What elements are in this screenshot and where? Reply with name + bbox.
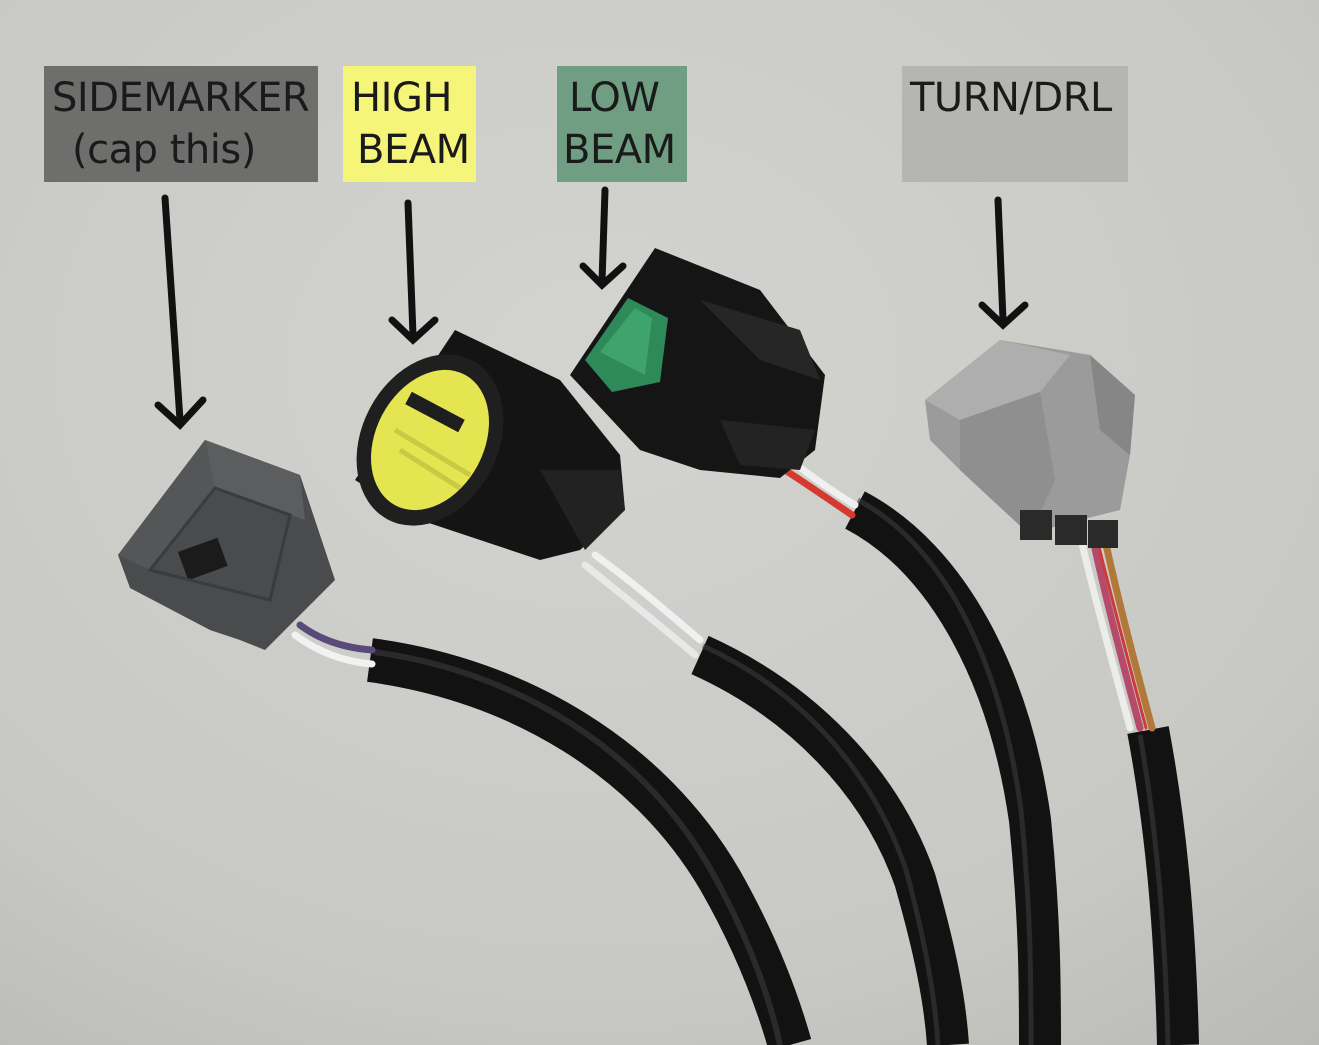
sidemarker-label-line2: (cap this)	[72, 127, 256, 173]
high-beam-cable	[691, 635, 969, 1045]
low-beam-cable	[844, 491, 1061, 1045]
high-beam-label-line2: BEAM	[357, 127, 470, 173]
low-beam-label-line2: BEAM	[563, 127, 676, 173]
high-beam-connector	[355, 330, 625, 560]
low-beam-arrow	[579, 186, 627, 290]
high-beam-label: HIGH BEAM	[343, 66, 476, 182]
wires	[291, 456, 1156, 732]
sidemarker-label-line1: SIDEMARKER	[52, 75, 310, 121]
sidemarker-label: SIDEMARKER (cap this)	[44, 66, 318, 182]
turn-cable	[1127, 726, 1199, 1045]
low-beam-connector	[570, 248, 825, 478]
cables	[367, 491, 1199, 1045]
turn-drl-label-line1: TURN/DRL	[910, 75, 1112, 121]
low-beam-label-line1: LOW	[569, 75, 660, 121]
high-beam-arrow	[388, 199, 439, 345]
arrows	[154, 186, 1029, 430]
sidemarker-arrow	[154, 194, 207, 430]
turn-drl-label: TURN/DRL	[902, 66, 1128, 182]
high-beam-label-line1: HIGH	[351, 75, 452, 121]
turn-drl-connector	[925, 340, 1135, 548]
turn-drl-arrow	[978, 196, 1029, 330]
low-beam-label: LOW BEAM	[557, 66, 687, 182]
sidemarker-connector	[118, 440, 335, 650]
